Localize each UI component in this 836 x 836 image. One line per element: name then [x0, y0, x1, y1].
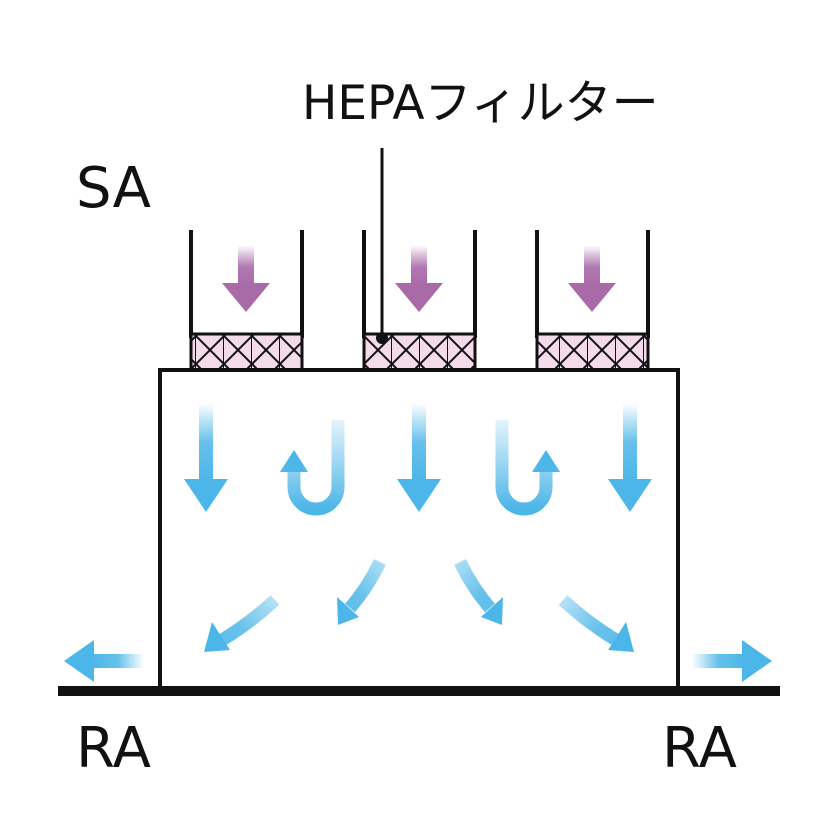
duct-left [189, 230, 304, 338]
curved-arrow-icon [495, 420, 560, 516]
down-arrow-icon [608, 403, 652, 512]
right-arrow-icon [692, 640, 772, 682]
supply-air-label: SA [76, 156, 151, 221]
hepa-filter-icon [535, 332, 650, 372]
return-air-label-right: RA [662, 716, 737, 781]
duct-center [362, 230, 477, 338]
supply-ducts [189, 230, 650, 338]
supply-arrows [222, 245, 616, 312]
down-arrow-icon [184, 403, 228, 512]
down-arrow-icon [397, 403, 441, 512]
return-air-label-left: RA [76, 716, 151, 781]
hepa-filter-icon [362, 332, 477, 372]
hepa-filter-icon [189, 332, 304, 372]
filter-leader-line [376, 148, 388, 344]
curved-arrow-icon [337, 559, 386, 625]
curved-arrow-icon [558, 595, 634, 652]
room-airflow [64, 403, 772, 682]
curved-arrow-icon [204, 595, 280, 652]
down-arrow-icon [568, 245, 616, 312]
curved-arrow-icon [280, 420, 345, 516]
left-arrow-icon [64, 640, 144, 682]
hepa-filter-label: HEPAフィルター [302, 76, 659, 131]
down-arrow-icon [395, 245, 443, 312]
hepa-filters [189, 332, 650, 372]
down-arrow-icon [222, 245, 270, 312]
curved-arrow-icon [454, 559, 503, 625]
duct-right [535, 230, 650, 338]
